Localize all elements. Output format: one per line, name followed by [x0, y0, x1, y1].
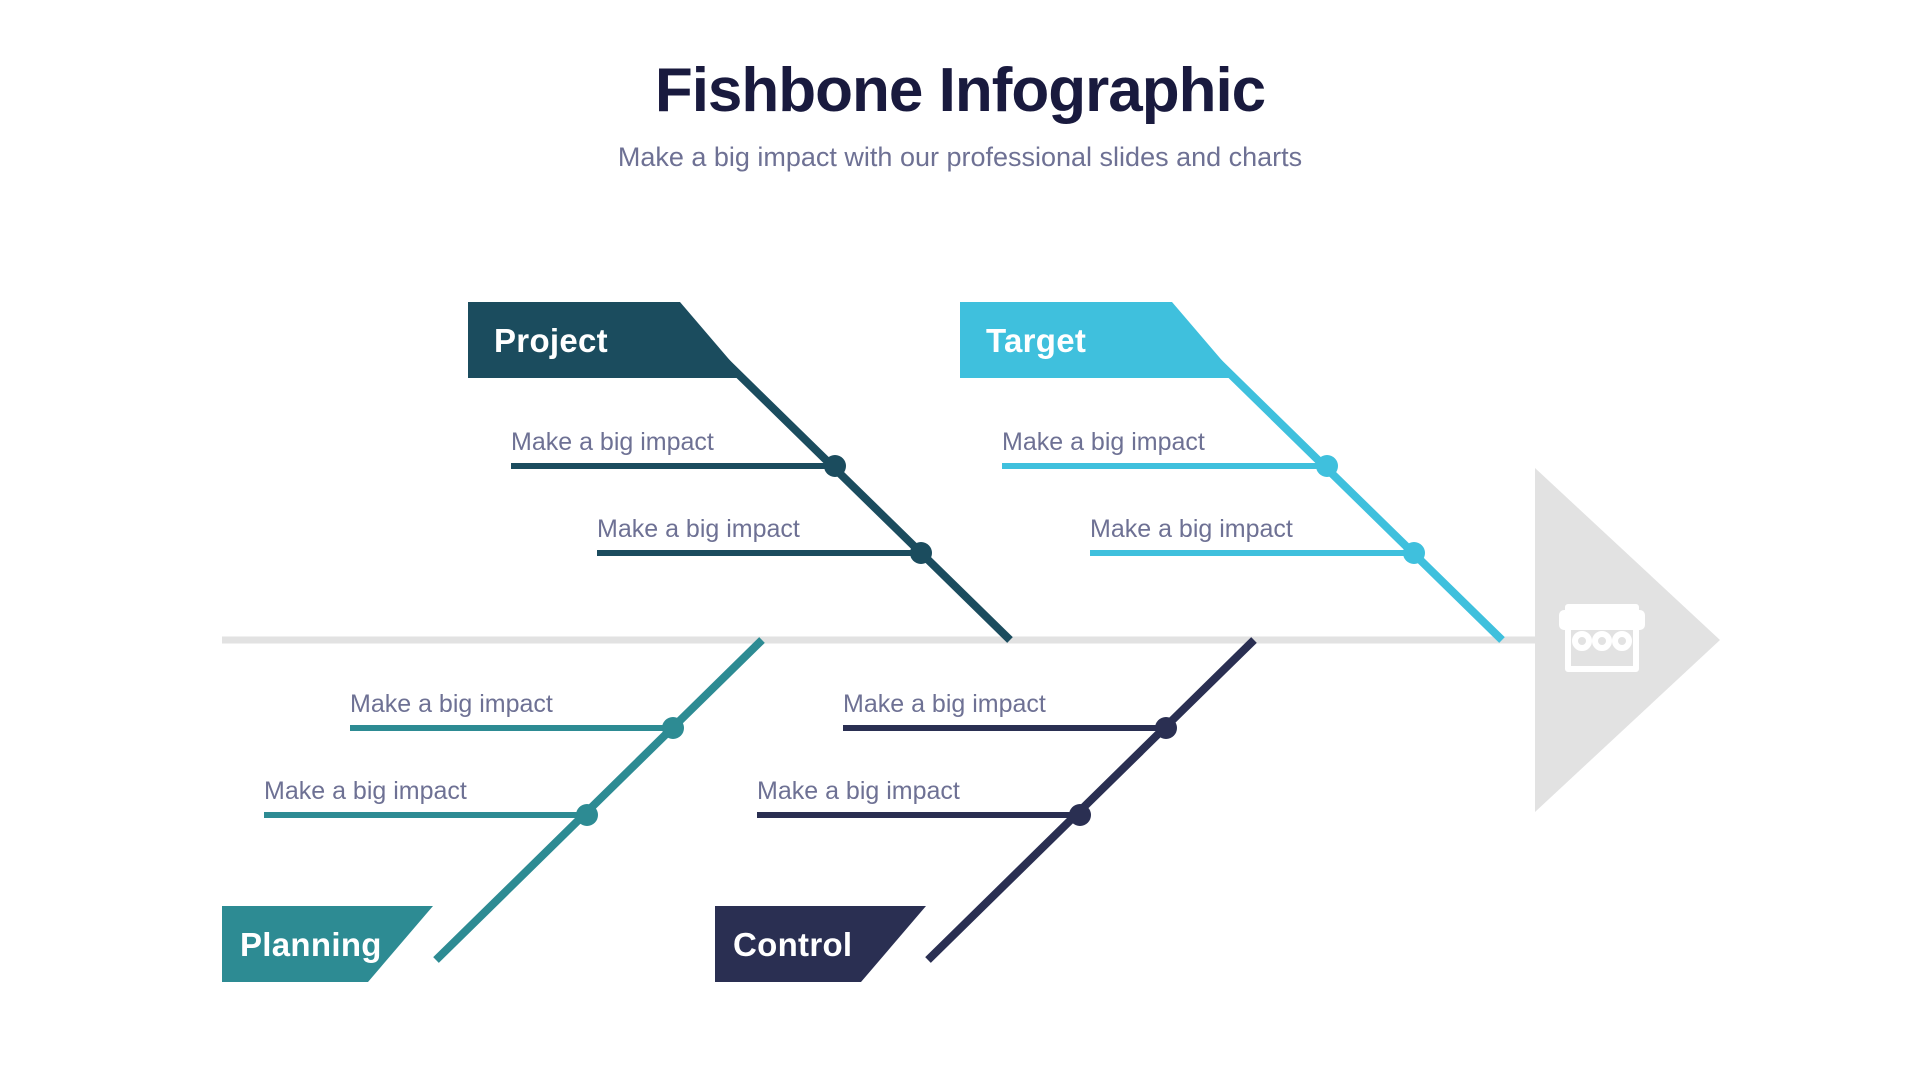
planning-label-box[interactable] [222, 906, 433, 982]
target-branch-1-label: Make a big impact [1002, 428, 1205, 456]
category-target[interactable]: Target Make a big impact Make a big impa… [960, 302, 1505, 643]
target-label: Target [986, 322, 1086, 359]
slide-header: Fishbone Infographic Make a big impact w… [0, 0, 1920, 173]
planning-branch-1-dot [662, 717, 684, 739]
planning-bone-line [433, 637, 765, 963]
control-label-box[interactable] [715, 906, 926, 982]
planning-branch-1-label: Make a big impact [350, 690, 553, 718]
project-branch-2-label: Make a big impact [597, 515, 800, 543]
project-label-box[interactable] [468, 302, 745, 378]
project-branch-2-dot [910, 542, 932, 564]
project-branch-1-dot [824, 455, 846, 477]
page-subtitle: Make a big impact with our professional … [617, 142, 1303, 173]
control-bone-line [925, 637, 1257, 963]
planning-label: Planning [240, 926, 382, 963]
control-label: Control [733, 926, 852, 963]
control-branch-2-dot [1069, 804, 1091, 826]
control-branch-2-label: Make a big impact [757, 777, 960, 805]
archive-box-icon [1559, 604, 1645, 672]
target-branch-2-dot [1403, 542, 1425, 564]
page-title: Fishbone Infographic [654, 56, 1266, 125]
control-branch-1-label: Make a big impact [843, 690, 1046, 718]
planning-branch-2-dot [576, 804, 598, 826]
category-project[interactable]: Project Make a big impact Make a big imp… [468, 302, 1013, 643]
target-branch-1-dot [1316, 455, 1338, 477]
category-planning[interactable]: Planning Make a big impact Make a big im… [222, 637, 765, 982]
project-branch-1-label: Make a big impact [511, 428, 714, 456]
target-branch-2-label: Make a big impact [1090, 515, 1293, 543]
project-label: Project [494, 322, 608, 359]
target-label-box[interactable] [960, 302, 1237, 378]
category-control[interactable]: Control Make a big impact Make a big imp… [715, 637, 1257, 982]
planning-branch-2-label: Make a big impact [264, 777, 467, 805]
control-branch-1-dot [1155, 717, 1177, 739]
